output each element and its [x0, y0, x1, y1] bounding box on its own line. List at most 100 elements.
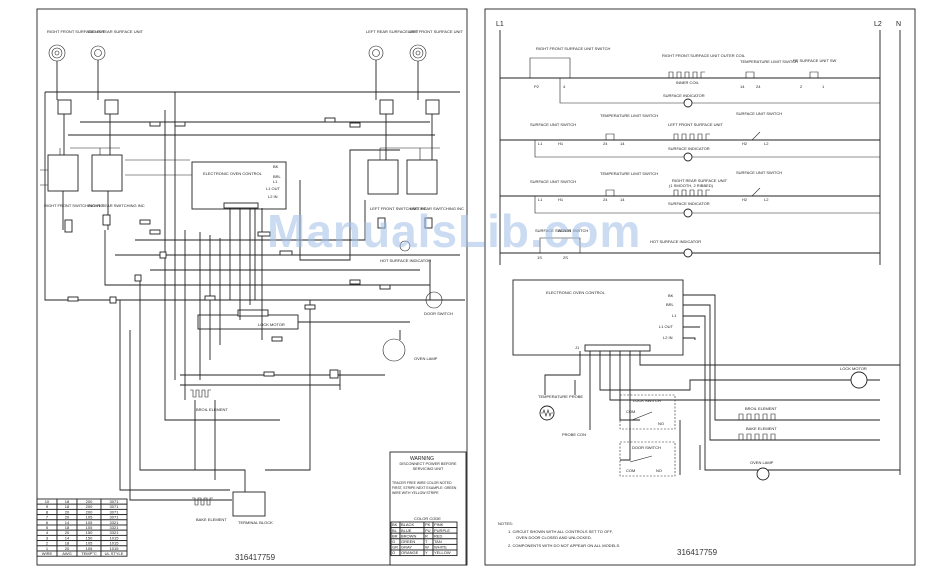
row1-rf-sw-label: RF SURFACE UNIT SW	[793, 58, 836, 63]
lock-motor-top	[237, 309, 269, 317]
wire-table-text: 105	[86, 546, 93, 551]
eoc-right-term: BRL	[666, 302, 675, 307]
svg-text:1: 1	[822, 84, 825, 89]
left-sheet-border	[36, 8, 468, 566]
color-code-text: RED	[434, 533, 443, 538]
svg-text:H2: H2	[742, 197, 748, 202]
wire-table-text: 105	[86, 520, 93, 525]
row3-temp-label: TEMPERATURE LIMIT SWITCH	[600, 171, 658, 176]
row3-indicator	[683, 208, 693, 218]
row4-switch-label: SURFACE SWITCH	[535, 228, 571, 233]
right-wiring	[544, 294, 900, 475]
eoc-term: BRL	[273, 174, 282, 179]
wire-table-text: 200	[86, 509, 93, 514]
svg-text:L1: L1	[538, 197, 543, 202]
wire-table-text: 200	[86, 499, 93, 504]
door-switch-right-box	[619, 441, 676, 477]
row2-indicator	[683, 152, 693, 162]
row2-temp-label: TEMPERATURE LIMIT SWITCH	[600, 113, 658, 118]
wire-table-text: 6	[46, 520, 49, 525]
svg-text:14: 14	[620, 197, 625, 202]
wire-table-text: 10	[45, 499, 50, 504]
door-switch-label: DOOR SWITCH	[424, 311, 453, 316]
row1-unit-label: RIGHT FRONT SURFACE UNIT OUTER COIL	[662, 53, 746, 58]
ladder-row-2: SURFACE UNIT SWITCH TEMPERATURE LIMIT SW…	[500, 111, 880, 162]
wire-table-text: 3071	[110, 504, 120, 509]
relay-box	[425, 99, 440, 115]
wire-table-text: 1015	[110, 546, 120, 551]
wire-table-text: 3321	[110, 520, 120, 525]
terminal-block-label: TERMINAL BLOCK	[238, 520, 273, 525]
eoc-connector	[223, 202, 259, 209]
row3-unit-label: RIGHT REAR SURFACE UNIT	[672, 178, 728, 183]
wire-table-text: 8	[46, 509, 49, 514]
hot-indicator-label: HOT SURFACE INDICATOR	[380, 258, 431, 263]
terminal-block-symbol	[232, 491, 266, 517]
color-code-text: BK	[392, 522, 398, 527]
row3-switch-label: SURFACE UNIT SWITCH	[530, 179, 576, 184]
relay-box	[104, 99, 119, 115]
surface-unit-right-rear: RIGHT REAR SURFACE UNIT	[88, 29, 144, 61]
color-code-text: GREEN	[401, 539, 415, 544]
wire-table-text: 3071	[110, 509, 120, 514]
lock-motor-label: LOCK MOTOR	[258, 322, 285, 327]
wire-table-text: 2	[46, 541, 49, 546]
row1-coil	[665, 71, 705, 79]
wire-table-text: 105	[86, 515, 93, 520]
lock-switch-no: NO	[658, 421, 664, 426]
wire-table-text: 18	[65, 499, 70, 504]
row4-indicator	[683, 248, 693, 258]
broil-element-label: BROIL ELEMENT	[196, 407, 228, 412]
color-code-text: GR	[392, 545, 398, 550]
wire-table-text: 3	[46, 535, 49, 540]
color-code-text: R	[425, 533, 428, 538]
eoc-right-j1: J1	[575, 345, 580, 350]
right-part-number: 316417759	[677, 548, 718, 557]
color-code-text: BROWN	[401, 533, 416, 538]
svg-text:P2: P2	[534, 84, 540, 89]
door-switch-no: NO	[656, 468, 662, 473]
color-code-text: PINK	[434, 522, 444, 527]
wire-table-text: 3071	[110, 499, 120, 504]
probe-con-label: PROBE CON	[562, 432, 586, 437]
wire-table-text: 105	[86, 541, 93, 546]
wire-table-text: 1015	[110, 541, 120, 546]
row4-indicator-label: HOT SURFACE INDICATOR	[650, 239, 701, 244]
hot-indicator-symbol	[399, 240, 411, 252]
row2-sw2-label: SURFACE UNIT SWITCH	[736, 111, 782, 116]
row2-switch-label: SURFACE UNIT SWITCH	[530, 122, 576, 127]
row4-sw2-label: GLASS SWITCH	[558, 228, 588, 233]
color-code-cell	[432, 549, 458, 557]
wire-table-text: 20	[65, 515, 70, 520]
relay-box	[379, 99, 394, 115]
eoc-term: L2 IN	[268, 194, 278, 199]
color-code-text: PURPLE	[434, 528, 450, 533]
svg-text:2: 2	[800, 84, 803, 89]
wire-table-text: 7	[46, 515, 49, 520]
color-code-text: BL	[392, 528, 398, 533]
rf-surface-label: RIGHT FRONT SURFACE UNIT	[47, 29, 105, 34]
eoc-right-term: BK	[668, 293, 674, 298]
wire-table-text: 150	[86, 530, 93, 535]
broil-element-right-symbol	[735, 413, 779, 421]
row3-indicator-label: SURFACE INDICATOR	[668, 201, 710, 206]
oven-lamp-right-label: OVEN LAMP	[750, 460, 774, 465]
color-code-text: ORANGE	[401, 550, 419, 555]
wire-table-text: 20	[65, 509, 70, 514]
wire-table-header-cell	[100, 550, 128, 557]
eoc-right-term: L2 IN	[663, 335, 673, 340]
eoc-right-connector	[584, 344, 651, 352]
row1-sub-label: INNER COIL	[676, 80, 700, 85]
wire-table-text: 4	[46, 530, 49, 535]
notes-title: NOTES:	[498, 521, 513, 526]
eoc-term: L1	[273, 179, 278, 184]
note-line: 2. COMPONENTS WITH DO NOT APPEAR ON ALL …	[508, 543, 620, 548]
row1-indicator-label: SURFACE INDICATOR	[663, 93, 705, 98]
warning-subtitle: DISCONNECT POWER BEFORE SERVICING UNIT	[399, 462, 457, 471]
row2-coil	[670, 133, 710, 141]
note-line: 1. CIRCUIT SHOWN WITH ALL CONTROLS SET T…	[508, 529, 613, 534]
switch-box-lr	[406, 159, 438, 195]
rail-l1-label: L1	[496, 21, 504, 28]
